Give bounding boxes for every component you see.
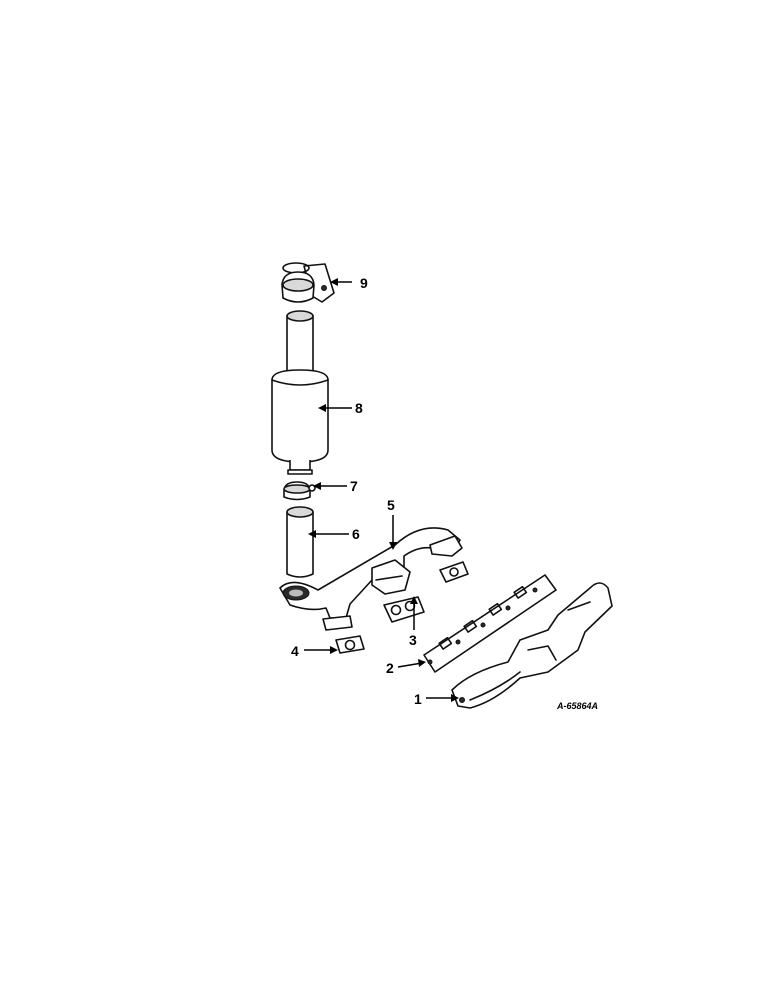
callout-1: 1	[414, 691, 459, 707]
clamp	[283, 481, 316, 501]
callout-5: 5	[387, 497, 397, 550]
muffler	[271, 310, 329, 475]
pipe-gasket	[335, 635, 365, 654]
callout-label-3: 3	[409, 632, 417, 648]
callout-7: 7	[313, 478, 358, 494]
exhaust-pipe-manifold	[279, 527, 463, 631]
callout-label-8: 8	[355, 400, 363, 416]
exhaust-manifold	[451, 582, 613, 709]
callout-8: 8	[318, 400, 363, 416]
figure-code: A-65864A	[556, 701, 598, 711]
callout-label-7: 7	[350, 478, 358, 494]
callout-9: 9	[330, 275, 368, 291]
callout-label-2: 2	[386, 660, 394, 676]
callout-2: 2	[386, 659, 426, 676]
pipe-extension	[286, 506, 314, 578]
muffler-bracket-clamp	[281, 262, 335, 303]
manifold-gasket	[423, 574, 557, 673]
flange-gasket-small	[439, 561, 469, 583]
callout-label-4: 4	[291, 643, 299, 659]
callout-6: 6	[308, 526, 360, 542]
callout-label-1: 1	[414, 691, 422, 707]
callout-4: 4	[291, 643, 338, 659]
flange-gasket-3	[383, 596, 425, 623]
callout-3: 3	[409, 596, 418, 648]
callout-label-6: 6	[352, 526, 360, 542]
callout-label-9: 9	[360, 275, 368, 291]
callout-label-5: 5	[387, 497, 395, 513]
